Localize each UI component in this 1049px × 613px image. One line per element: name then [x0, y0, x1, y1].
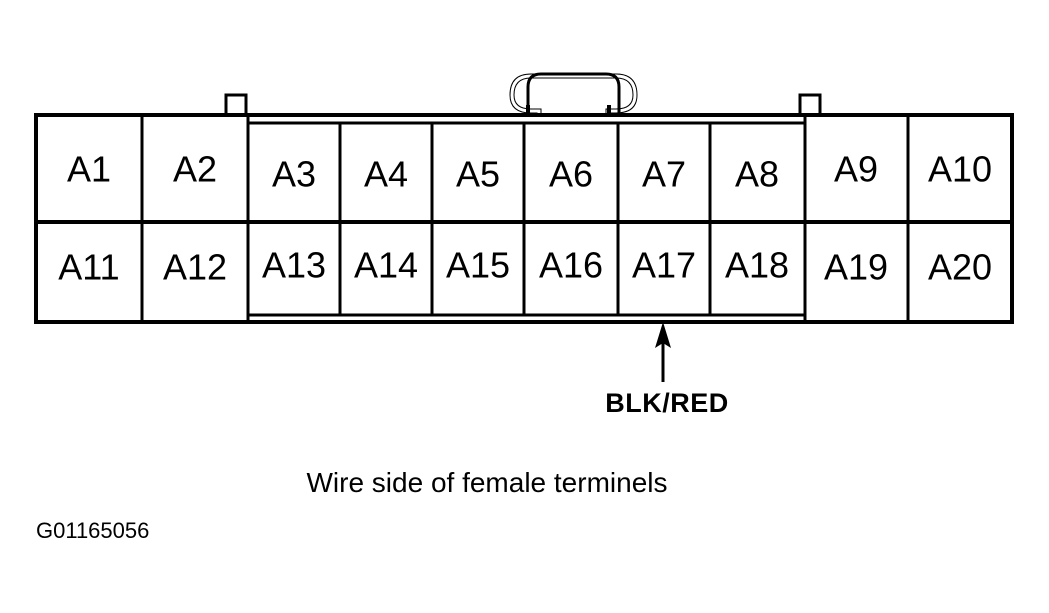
pin-A20: A20	[928, 247, 992, 288]
pin-A11: A11	[58, 247, 119, 288]
pin-A1: A1	[67, 149, 111, 190]
pin-A3: A3	[272, 154, 316, 195]
connector-center-latch	[509, 72, 638, 117]
connector-left-tab	[224, 93, 248, 117]
pin-A7: A7	[642, 154, 686, 195]
pin-A5: A5	[456, 154, 500, 195]
pin-A15: A15	[446, 245, 510, 286]
wire-color-label: BLK/RED	[605, 388, 729, 418]
pin-A16: A16	[539, 245, 603, 286]
pin-A19: A19	[824, 247, 888, 288]
pin-A2: A2	[173, 149, 217, 190]
pin-A6: A6	[549, 154, 593, 195]
pin-A8: A8	[735, 154, 779, 195]
pin-A10: A10	[928, 149, 992, 190]
pin-A13: A13	[262, 245, 326, 286]
diagram-caption: Wire side of female terminels	[306, 467, 667, 498]
pin-A18: A18	[725, 245, 789, 286]
connector-right-tab	[798, 93, 822, 117]
pin-A14: A14	[354, 245, 418, 286]
pin-A9: A9	[834, 149, 878, 190]
pin-A12: A12	[163, 247, 227, 288]
pin-A17: A17	[632, 245, 696, 286]
pin-A4: A4	[364, 154, 408, 195]
figure-id: G01165056	[36, 518, 149, 543]
wire-callout-arrow	[655, 322, 671, 382]
